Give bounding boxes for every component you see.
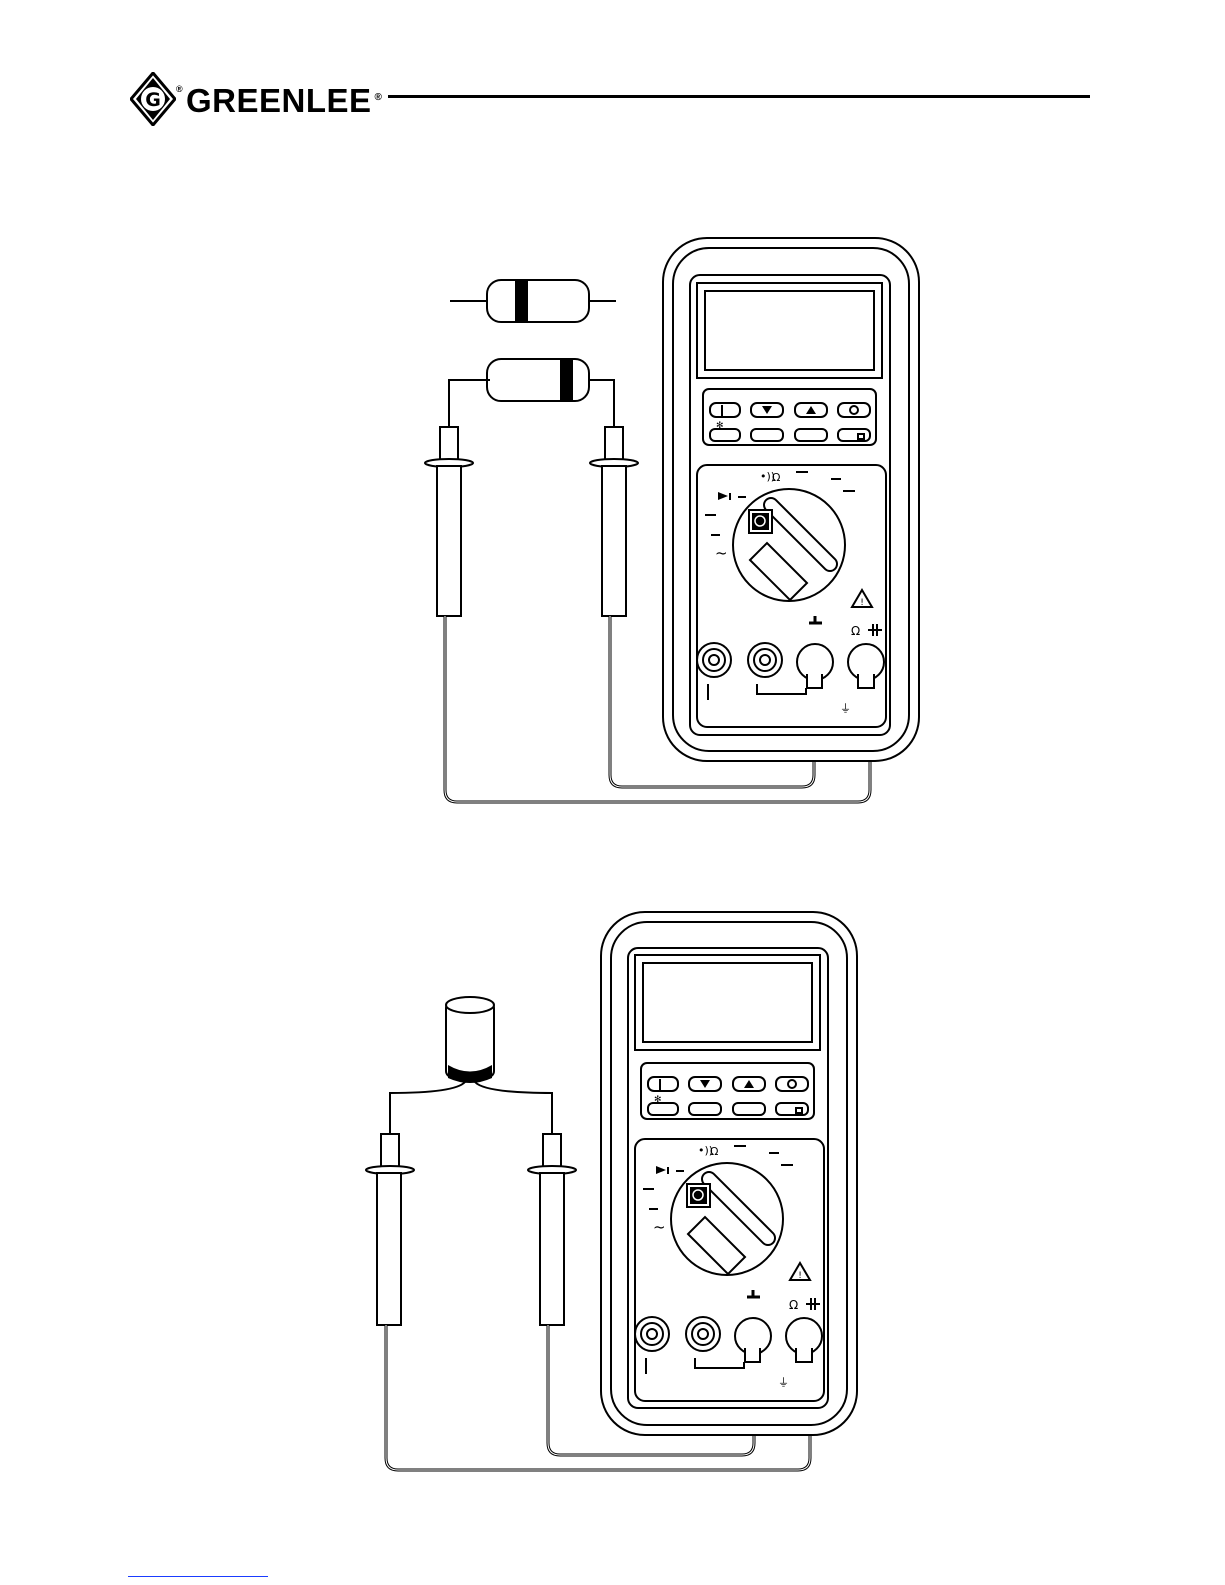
- svg-text:✻: ✻: [654, 1095, 662, 1105]
- ac-label: ~: [653, 1218, 666, 1236]
- ground-label: ⏚: [840, 702, 851, 715]
- warning-icon: !: [860, 598, 864, 608]
- diode-under-test-icon: [449, 359, 614, 430]
- ground-label: ⏚: [778, 1376, 789, 1389]
- multimeter-icon: ! •)) Ω ~ Ω ⏚ ✻: [601, 912, 857, 1435]
- figure-capacitor-test: ! •)) Ω ~ Ω ⏚ ✻: [0, 905, 1225, 1485]
- footer-link-underline[interactable]: [128, 1576, 268, 1577]
- warning-icon: !: [798, 1271, 802, 1281]
- multimeter-icon: ! •)) Ω ~ Ω ⏚ ✻: [663, 238, 919, 761]
- logo-reg-mark: ®: [176, 84, 183, 94]
- header-rule: [388, 95, 1090, 98]
- figure-diode-test: ! •)) Ω ~ Ω ⏚ ✻: [0, 230, 1225, 820]
- ohm-jack-label: Ω: [789, 1298, 798, 1312]
- greenlee-logo-icon: G: [130, 72, 176, 126]
- ac-label: ~: [715, 544, 728, 562]
- svg-text:✻: ✻: [716, 421, 724, 431]
- ohm-dial-label: Ω: [772, 471, 780, 484]
- brand-name: GREENLEE®: [186, 80, 382, 119]
- ohm-jack-label: Ω: [851, 624, 860, 638]
- logo-letter: G: [145, 89, 161, 111]
- ohm-dial-label: Ω: [710, 1145, 718, 1158]
- reference-diode-icon: [450, 280, 616, 322]
- capacitor-under-test-icon: [390, 997, 552, 1138]
- page-header: G ® GREENLEE®: [0, 0, 1225, 140]
